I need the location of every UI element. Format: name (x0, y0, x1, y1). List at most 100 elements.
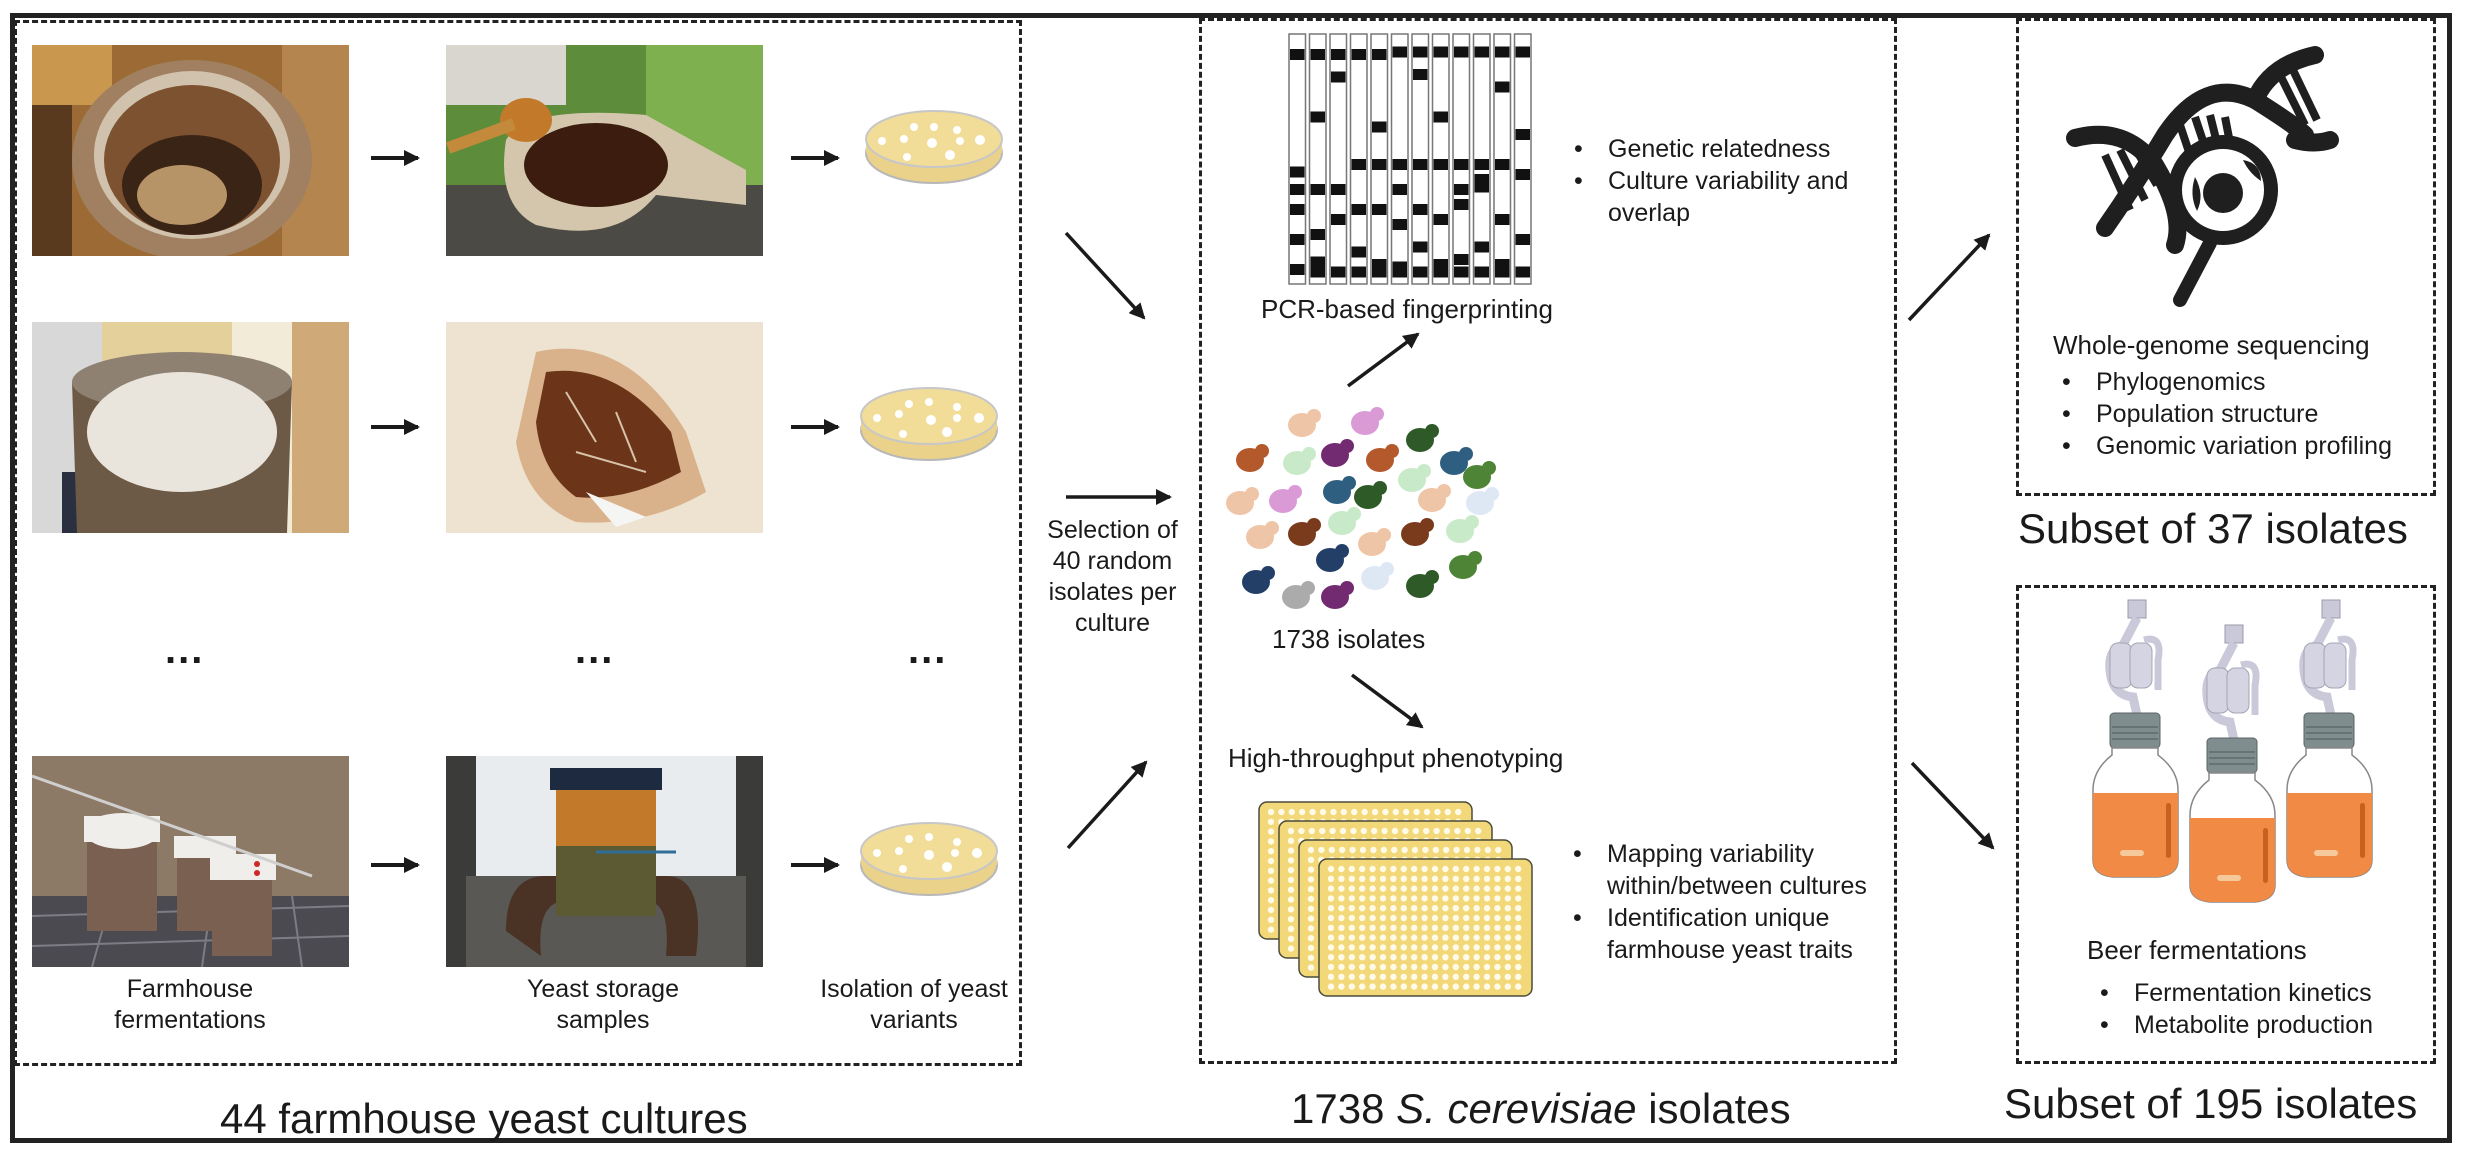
bullet-text: Genomic variation profiling (2096, 432, 2392, 460)
arrow-diagonal-down (1064, 231, 1146, 320)
fermentation-label: Beer fermentations (2087, 935, 2307, 965)
selection-line: culture (1074, 609, 1151, 637)
gel-band (1351, 49, 1366, 60)
arrow-diagonal-up (1066, 760, 1148, 850)
yeast-cell (1288, 409, 1321, 437)
yeast-cell (1283, 447, 1316, 475)
gel-band (1454, 254, 1469, 265)
gel-band (1413, 241, 1428, 253)
gel-band (1515, 266, 1530, 278)
gel-band (1310, 111, 1325, 123)
wgs-label: Whole-genome sequencing (2053, 330, 2370, 360)
yeast-cell (1351, 407, 1384, 435)
bullet-glyph: • (2100, 1011, 2109, 1039)
gel-band (1310, 184, 1325, 195)
gel-fingerprint-icon (1288, 33, 1532, 285)
gel-band (1433, 46, 1448, 58)
yeast-cell (1288, 518, 1321, 546)
fingerprinting-label: PCR-based fingerprinting (1261, 294, 1553, 324)
yeast-cell (1246, 521, 1279, 549)
gel-band (1331, 184, 1346, 195)
bullet-text: overlap (1608, 199, 1690, 227)
yeast-cell (1463, 461, 1496, 489)
bullet-text: Population structure (2096, 400, 2319, 428)
gel-band (1331, 214, 1346, 225)
selection-line: 40 random (1052, 547, 1173, 575)
gel-band (1454, 199, 1469, 210)
species-name: S. cerevisiae (1396, 1085, 1637, 1132)
gel-band (1474, 159, 1489, 170)
selection-line: Selection of (1047, 516, 1178, 544)
gel-band (1515, 129, 1530, 140)
gel-band (1290, 166, 1305, 178)
gel-band (1310, 256, 1325, 268)
bullet-glyph: • (1574, 167, 1583, 195)
fermentation-bottle (2286, 599, 2373, 878)
gel-band (1433, 111, 1448, 123)
dna-magnifier-icon (2066, 46, 2339, 307)
gel-band (1413, 46, 1428, 58)
gel-band (1474, 181, 1489, 193)
gel-band (1392, 184, 1407, 195)
phenotyping-label: High-throughput phenotyping (1228, 743, 1564, 773)
caption-line: fermentations (114, 1006, 266, 1034)
title-isolates: 1738 S. cerevisiae isolates (1291, 1085, 1791, 1133)
yeast-cell (1282, 581, 1315, 609)
caption-line: variants (870, 1006, 958, 1034)
bullet-glyph: • (1574, 135, 1583, 163)
outer-frame (10, 13, 2452, 1143)
yeast-cell (1358, 528, 1391, 556)
gel-band (1290, 49, 1305, 60)
yeast-cell (1226, 487, 1259, 515)
bullet-text: Mapping variability (1607, 840, 1815, 868)
gel-band (1433, 159, 1448, 170)
selection-line: isolates per (1048, 578, 1177, 606)
petri-dish-icon (857, 382, 1002, 472)
gel-band (1372, 159, 1387, 170)
photo-yeast-storage-2 (446, 322, 763, 533)
gel-band (1392, 219, 1407, 230)
gel-band (1290, 234, 1305, 245)
title-prefix: 1738 (1291, 1085, 1397, 1132)
gel-band (1372, 121, 1387, 133)
gel-band (1413, 159, 1428, 170)
gel-band (1474, 174, 1489, 185)
bullet-text: Culture variability and (1608, 167, 1849, 195)
yeast-cell (1236, 444, 1269, 472)
gel-lane (1349, 33, 1368, 285)
microplates-stack-icon (1258, 801, 1533, 997)
gel-lane (1329, 33, 1348, 285)
bullet-item: • Culture variability and overlap (1574, 165, 1848, 229)
photo-farmhouse-fermentation-2 (32, 322, 349, 533)
gel-band (1413, 266, 1428, 278)
gel-band (1433, 266, 1448, 278)
gel-band (1515, 169, 1530, 180)
bullet-glyph: • (2062, 400, 2071, 428)
yeast-cell (1418, 484, 1451, 512)
caption-line: samples (556, 1006, 650, 1034)
selection-text: Selection of 40 random isolates per cult… (1030, 515, 1195, 639)
bullet-text: Metabolite production (2134, 1011, 2374, 1039)
bullet-glyph: • (2062, 368, 2071, 396)
bullet-glyph: • (1573, 904, 1582, 932)
gel-band (1413, 204, 1428, 215)
gel-band (1495, 81, 1510, 93)
gel-band (1331, 71, 1346, 83)
fermentation-bottles-icon (2092, 599, 2373, 903)
yeast-cell (1449, 551, 1482, 579)
gel-band (1351, 266, 1366, 278)
bullet-item: • Genetic relatedness (1574, 133, 1848, 165)
caption-yeast-storage: Yeast storage samples (453, 974, 753, 1036)
yeast-cell (1269, 485, 1302, 513)
yeast-cell (1321, 439, 1354, 467)
fingerprint-bullets: • Genetic relatedness • Culture variabilit… (1574, 133, 1848, 229)
bullet-text: Genetic relatedness (1608, 135, 1831, 163)
cultures-box (14, 20, 1022, 1066)
yeast-cell (1366, 444, 1399, 472)
gel-band (1392, 159, 1407, 170)
gel-band (1474, 46, 1489, 58)
yeast-cell (1316, 544, 1349, 572)
bullet-glyph: • (1573, 840, 1582, 868)
